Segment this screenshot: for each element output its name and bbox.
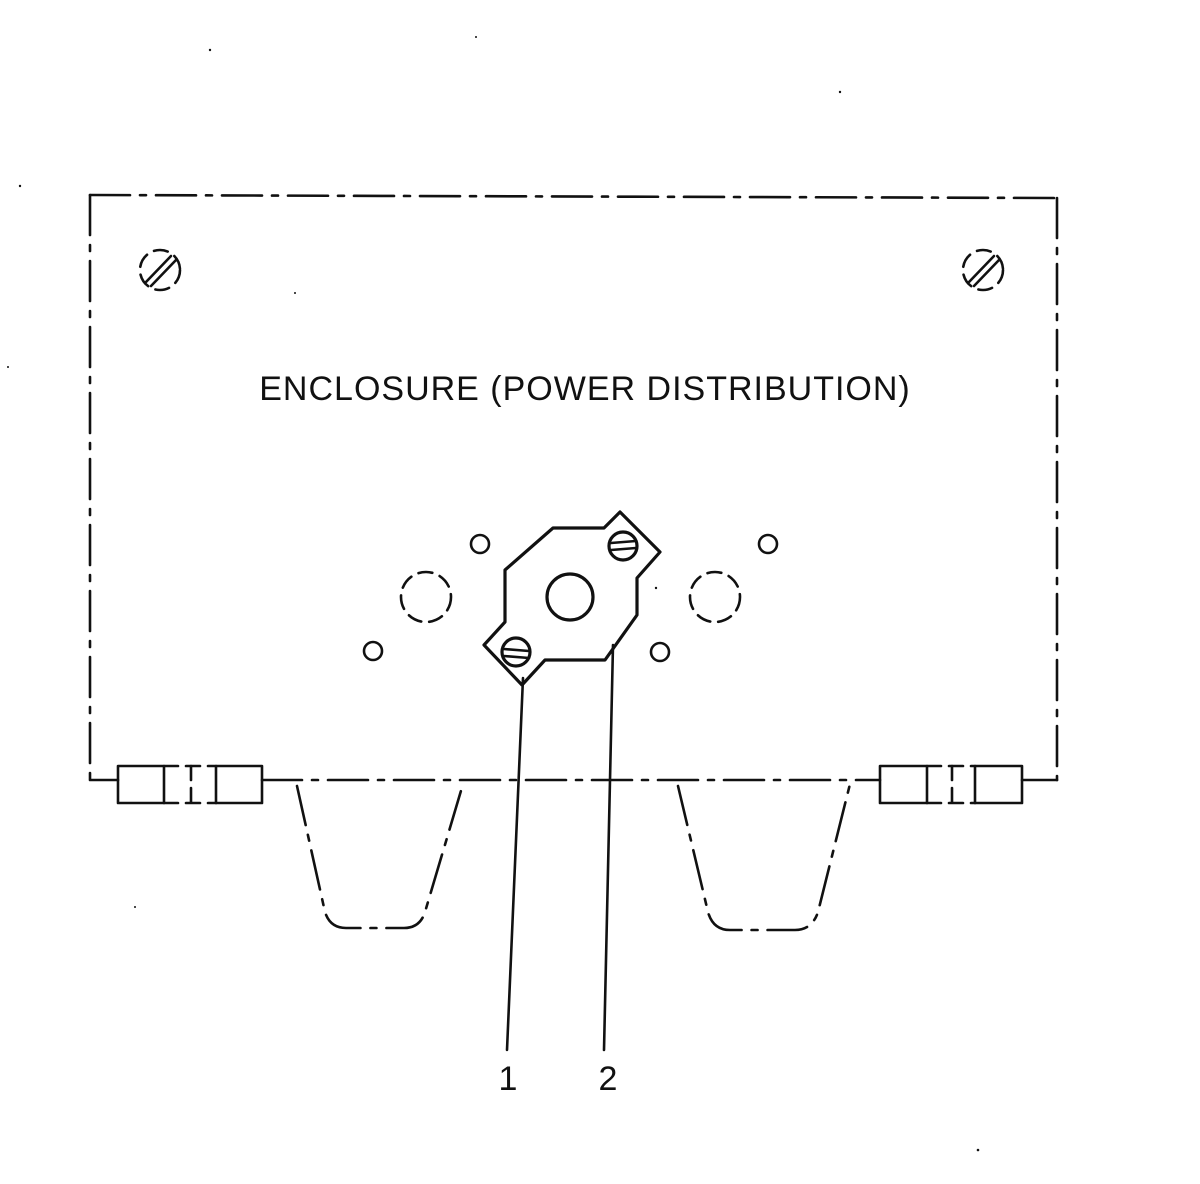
mounting-hole-lower-right bbox=[649, 641, 671, 663]
hidden-hole-left bbox=[399, 570, 453, 624]
hidden-hole-right bbox=[688, 570, 742, 624]
mounting-hole-upper-left bbox=[469, 533, 491, 555]
foot-bracket-left bbox=[295, 782, 465, 930]
callout-2: 2 bbox=[599, 1060, 618, 1098]
leader-line-2 bbox=[602, 643, 615, 1052]
foot-bracket-right bbox=[676, 782, 852, 932]
mounting-hole-upper-right bbox=[757, 533, 779, 555]
plate-screw-upper bbox=[607, 530, 639, 562]
hinge-left bbox=[116, 764, 264, 805]
corner-screw-right bbox=[961, 248, 1005, 292]
cover-plate bbox=[482, 510, 662, 687]
plate-screw-lower bbox=[500, 636, 532, 668]
leader-line-1 bbox=[505, 676, 525, 1052]
enclosure-top-edge bbox=[88, 193, 1059, 200]
scan-specks bbox=[7, 36, 980, 1152]
corner-screw-left bbox=[138, 248, 182, 292]
center-hole bbox=[545, 572, 595, 622]
mounting-hole-lower-left bbox=[362, 640, 384, 662]
hinge-right bbox=[878, 764, 1024, 805]
callout-1: 1 bbox=[499, 1060, 518, 1098]
enclosure-title: ENCLOSURE (POWER DISTRIBUTION) bbox=[259, 370, 910, 408]
enclosure-outline bbox=[88, 193, 1059, 782]
